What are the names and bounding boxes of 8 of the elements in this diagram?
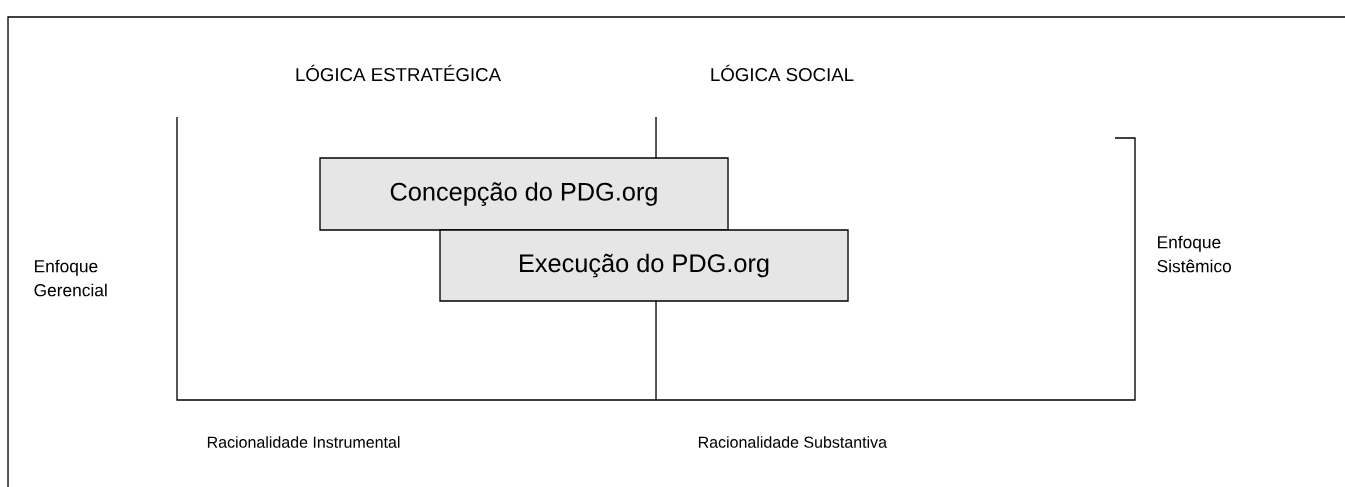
axis-label: Enfoque Gerencial xyxy=(34,259,107,297)
process-box: Concepção do PDG.org xyxy=(319,157,729,231)
axis-label: Racionalidade Substantiva xyxy=(698,436,887,448)
axis-label: Racionalidade Instrumental xyxy=(207,436,400,448)
axis-label: LÓGICA SOCIAL xyxy=(711,64,854,82)
axis-label: LÓGICA ESTRATÉGICA xyxy=(296,64,502,82)
axis-label: Enfoque Sistêmico xyxy=(1157,235,1231,273)
process-box: Execução do PDG.org xyxy=(439,229,849,302)
